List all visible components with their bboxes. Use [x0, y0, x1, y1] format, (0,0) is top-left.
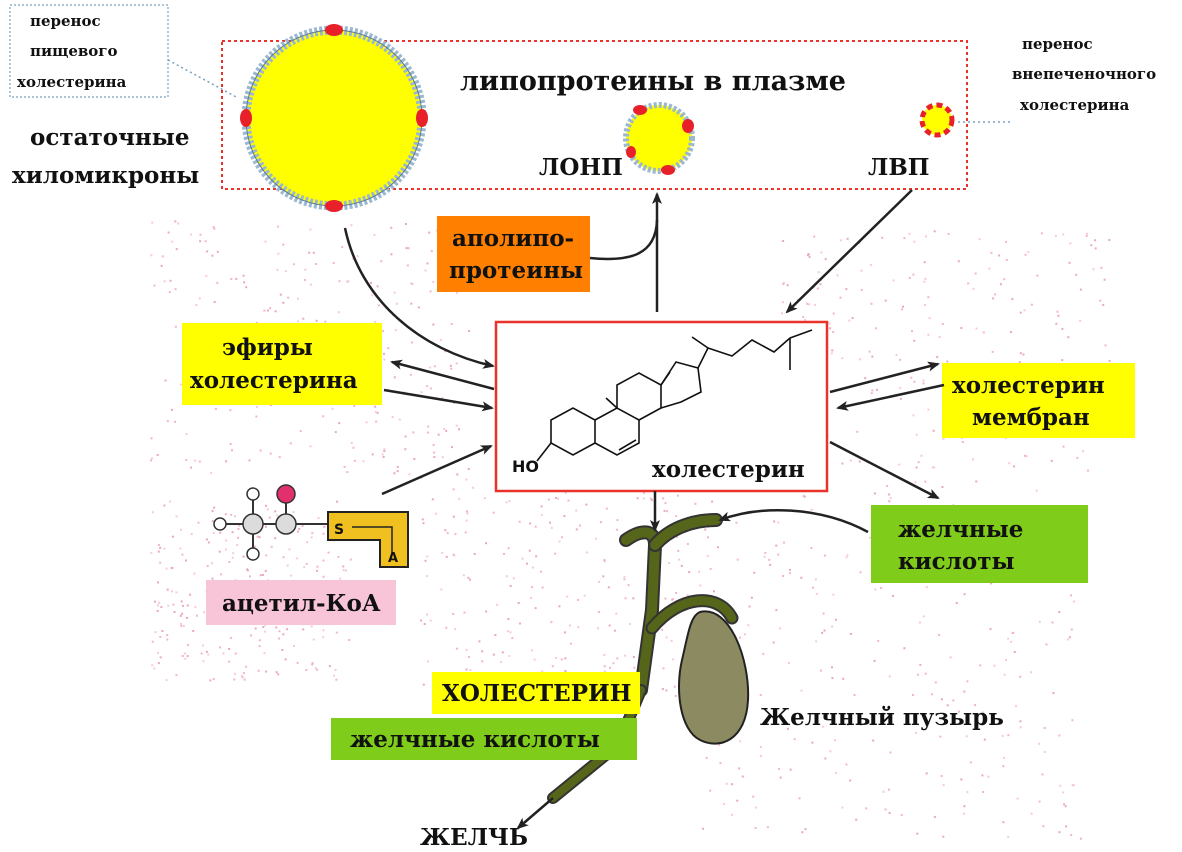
- dietary-label-frame: [9, 4, 169, 98]
- gallbladder-label: Желчный пузырь: [760, 704, 1004, 731]
- bile-acids-bottom-label: желчные кислоты: [350, 726, 600, 753]
- chylomicron-particle: [240, 24, 428, 212]
- bile-acids-right-box: [871, 505, 1088, 583]
- duct-to-bile-arrow: [516, 797, 554, 830]
- membrane-line2: мембран: [972, 404, 1090, 431]
- hdl-label: ЛВП: [868, 154, 930, 181]
- esters-line1: эфиры: [222, 334, 313, 361]
- dietary-leader: [167, 59, 239, 99]
- plasma-title: липопротеины в плазме: [460, 66, 846, 97]
- bile-acids-bottom-box: [331, 718, 637, 760]
- membrane-to-cholesterol-arrow: [836, 383, 945, 411]
- apolipoproteins-box: [437, 216, 590, 292]
- ho-label: HO: [512, 457, 539, 476]
- bileacids-to-duct-arrow: [718, 509, 869, 534]
- remnant-line1: остаточные: [30, 124, 189, 151]
- remnant-line2: хиломикроны: [12, 162, 199, 189]
- bile-cholesterol-box: [432, 672, 640, 714]
- flow-arrows: [343, 189, 945, 830]
- cholesterol-to-membrane-arrow: [829, 361, 940, 394]
- extrahepatic-transfer-line2: внепеченочного: [1012, 65, 1156, 83]
- acetyl-coa-label: ацетил-КоА: [222, 590, 381, 617]
- esters-to-cholesterol-arrow: [383, 388, 494, 412]
- cholesterol-structure: [536, 329, 813, 462]
- bile-cholesterol-label: ХОЛЕСТЕРИН: [442, 680, 631, 707]
- membrane-line1: холестерин: [952, 372, 1105, 399]
- cholesterol-to-bileacids-arrow: [829, 440, 940, 500]
- cholesterol-center-label: холестерин: [652, 456, 805, 483]
- acetyl-coa-box: [206, 580, 396, 625]
- dietary-transfer-line3: холестерина: [17, 73, 127, 91]
- membrane-cholesterol-box: [942, 363, 1135, 438]
- extrahepatic-transfer-line1: перенос: [1022, 35, 1093, 53]
- bile-acids-right-line1: желчные: [898, 516, 1023, 543]
- dietary-transfer-line2: пищевого: [30, 42, 118, 60]
- bile-acids-right-line2: кислоты: [898, 548, 1015, 575]
- apolipoproteins-line1: аполипо-: [452, 225, 574, 252]
- acetylcoa-to-cholesterol-arrow: [381, 444, 493, 496]
- esters-line2: холестерина: [190, 367, 358, 394]
- hdl-to-cholesterol-arrow: [785, 189, 913, 314]
- cholesterol-esters-box: [182, 323, 382, 405]
- dietary-transfer-line1: перенос: [30, 12, 101, 30]
- plasma-box: [221, 40, 968, 190]
- apolipoproteins-to-vldl-arrow: [589, 219, 659, 261]
- coa-a-label: A: [388, 551, 398, 566]
- hdl-particle: [919, 102, 955, 138]
- bile-label: ЖЕЛЧЬ: [420, 824, 528, 851]
- coa-s-label: S: [334, 522, 344, 538]
- acetyl-coa-molecule: [213, 484, 409, 568]
- cholesterol-to-esters-arrow: [390, 359, 495, 391]
- extrahepatic-transfer-line3: холестерина: [1020, 96, 1130, 114]
- gallbladder-shape: [678, 610, 750, 745]
- chylomicron-to-cholesterol-arrow: [343, 227, 495, 369]
- vldl-particle: [623, 102, 695, 175]
- vldl-label: ЛОНП: [539, 154, 623, 181]
- apolipoproteins-line2: протеины: [449, 257, 583, 284]
